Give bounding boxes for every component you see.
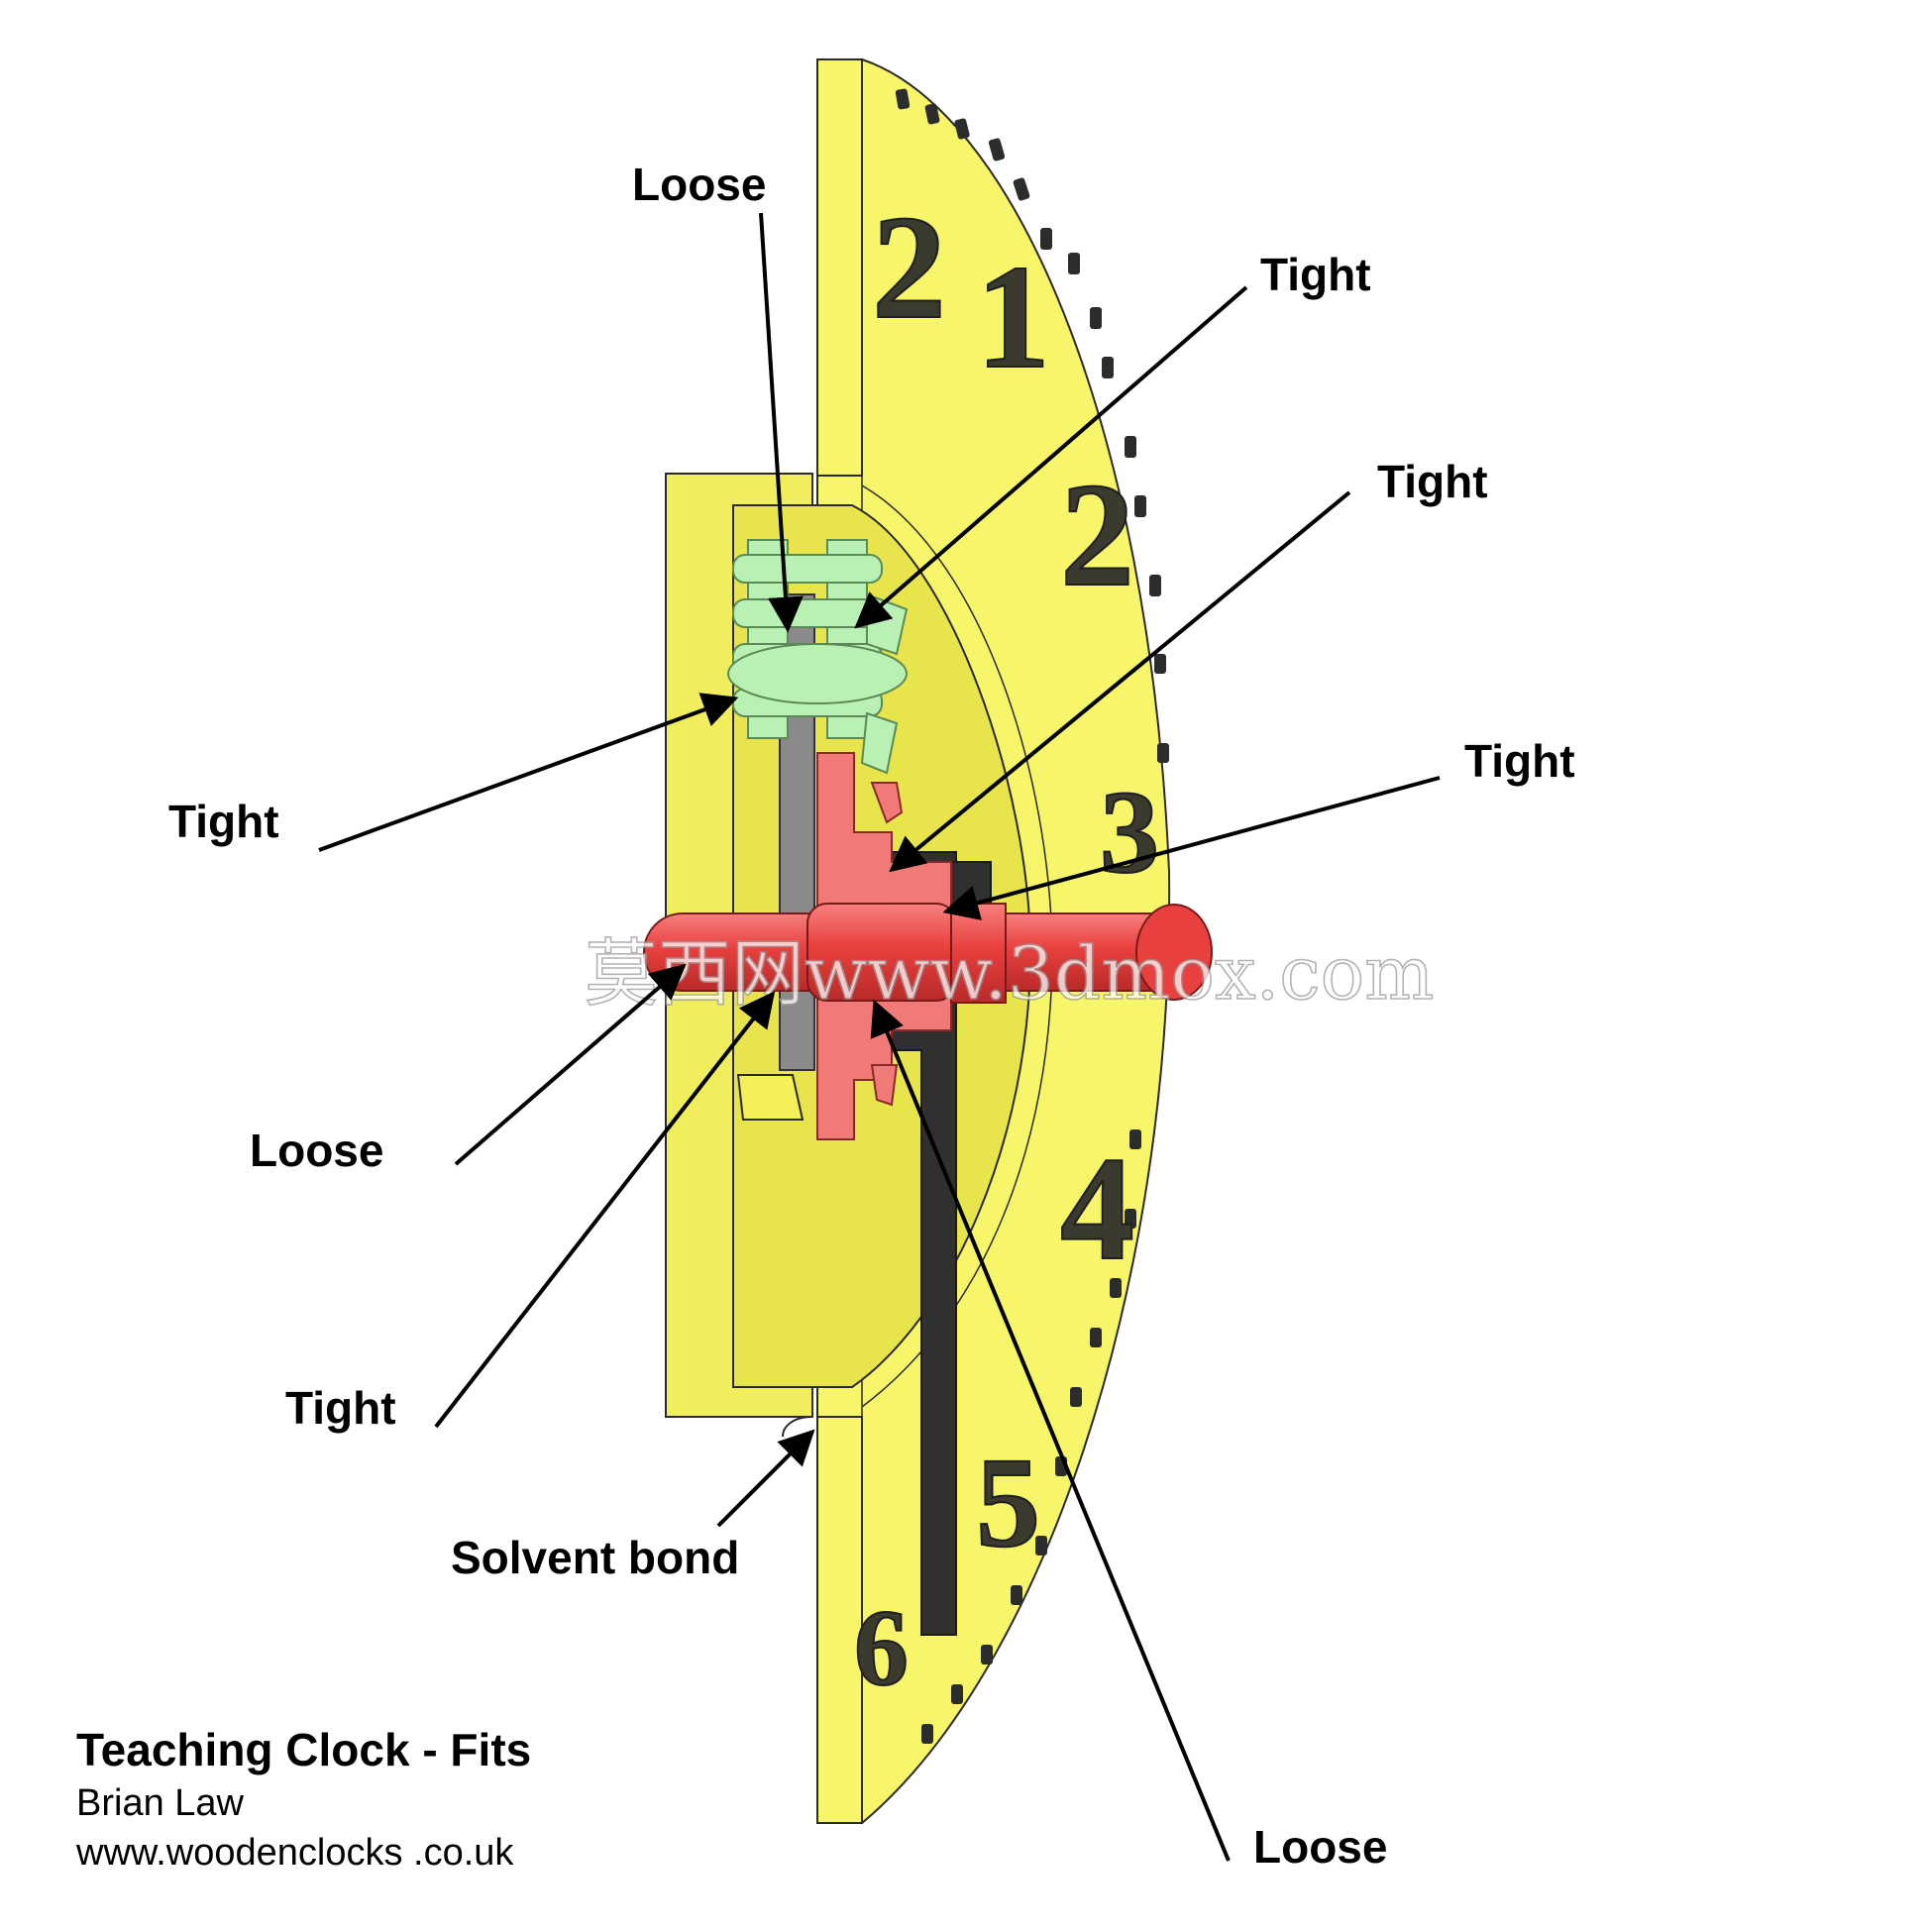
dial-edge-steps [816, 58, 863, 1824]
label-loose-left: Loose [250, 1125, 383, 1176]
leader-tight-mid-right [889, 490, 1351, 873]
leader-loose-bottom [870, 999, 1231, 1862]
shaft-end [1135, 904, 1213, 1001]
leader-tight-left [318, 693, 739, 852]
dial-numeral: 2 [1060, 453, 1134, 617]
watermark: 莫西网www.3dmox.com [585, 931, 1434, 1017]
credit-author: Brian Law [76, 1782, 245, 1824]
dial-numeral: 3 [1100, 766, 1159, 898]
label-solvent-bond: Solvent bond [451, 1532, 739, 1583]
leader-tight-shaft-right [942, 776, 1441, 920]
leader-loose-left [454, 963, 687, 1166]
label-tight-lower-left: Tight [285, 1382, 396, 1434]
credit-title: Teaching Clock - Fits [76, 1724, 531, 1775]
leader-tight-top-right [854, 285, 1248, 629]
label-loose-top: Loose [632, 159, 766, 210]
dial-numeral: 4 [1060, 1127, 1134, 1291]
pinion-gear [727, 539, 909, 775]
leader-loose-top [759, 212, 804, 633]
dial-numeral: 1 [976, 235, 1050, 399]
dial-numeral: 6 [854, 1587, 909, 1708]
leader-solvent-bond [716, 1429, 815, 1528]
label-tight-top-right: Tight [1260, 249, 1371, 300]
label-tight-left: Tight [168, 796, 279, 847]
leader-tight-lower-left [434, 991, 776, 1429]
label-tight-mid-right: Tight [1377, 456, 1488, 507]
credit-website: www.woodenclocks .co.uk [75, 1832, 514, 1874]
hub-teeth [870, 782, 904, 1107]
housing-lug [736, 1074, 805, 1121]
dial-ticks [895, 88, 1169, 1744]
dial-numeral: 5 [976, 1432, 1040, 1574]
label-tight-shaft-right: Tight [1464, 735, 1575, 787]
label-loose-bottom: Loose [1253, 1821, 1387, 1873]
dial-numeral: 2 [872, 185, 946, 350]
